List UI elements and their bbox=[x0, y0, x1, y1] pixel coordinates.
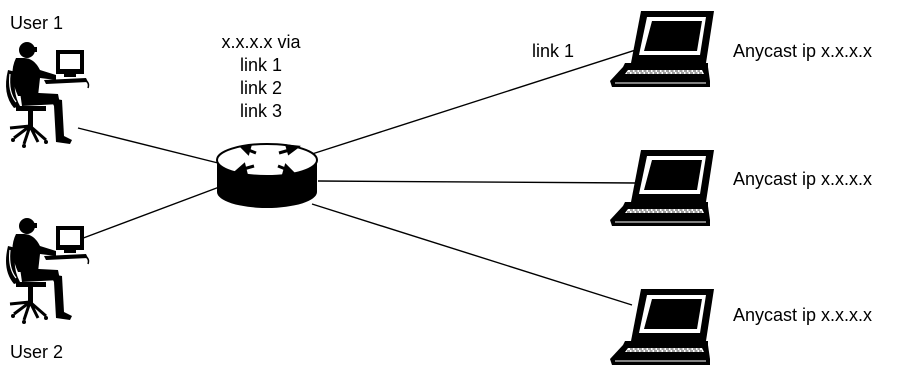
connection-link2 bbox=[317, 180, 637, 184]
laptop-2-icon bbox=[609, 149, 715, 227]
connection-link1 bbox=[311, 45, 649, 155]
routing-table: x.x.x.x via link 1 link 2 link 3 bbox=[196, 31, 326, 123]
connection-link3 bbox=[311, 203, 633, 306]
connection-user1-router bbox=[77, 127, 223, 165]
anycast-server-1-label: Anycast ip x.x.x.x bbox=[733, 41, 873, 61]
route-line-destination: x.x.x.x via bbox=[221, 32, 301, 52]
route-line-link-1: link 1 bbox=[239, 55, 283, 75]
route-line-link-2: link 2 bbox=[239, 78, 283, 98]
user-2-label: User 2 bbox=[10, 342, 64, 362]
user-1-label: User 1 bbox=[10, 13, 64, 33]
link-1-label: link 1 bbox=[532, 41, 575, 61]
connection-user2-router bbox=[77, 185, 223, 241]
user-2-icon bbox=[4, 216, 90, 326]
route-line-link-3: link 3 bbox=[239, 101, 283, 121]
anycast-server-3-label: Anycast ip x.x.x.x bbox=[733, 305, 873, 325]
laptop-3-icon bbox=[609, 288, 715, 366]
anycast-server-2-label: Anycast ip x.x.x.x bbox=[733, 169, 873, 189]
connections bbox=[77, 45, 649, 306]
router-icon bbox=[216, 143, 318, 208]
user-1-icon bbox=[4, 40, 90, 150]
laptop-1-icon bbox=[609, 10, 715, 88]
